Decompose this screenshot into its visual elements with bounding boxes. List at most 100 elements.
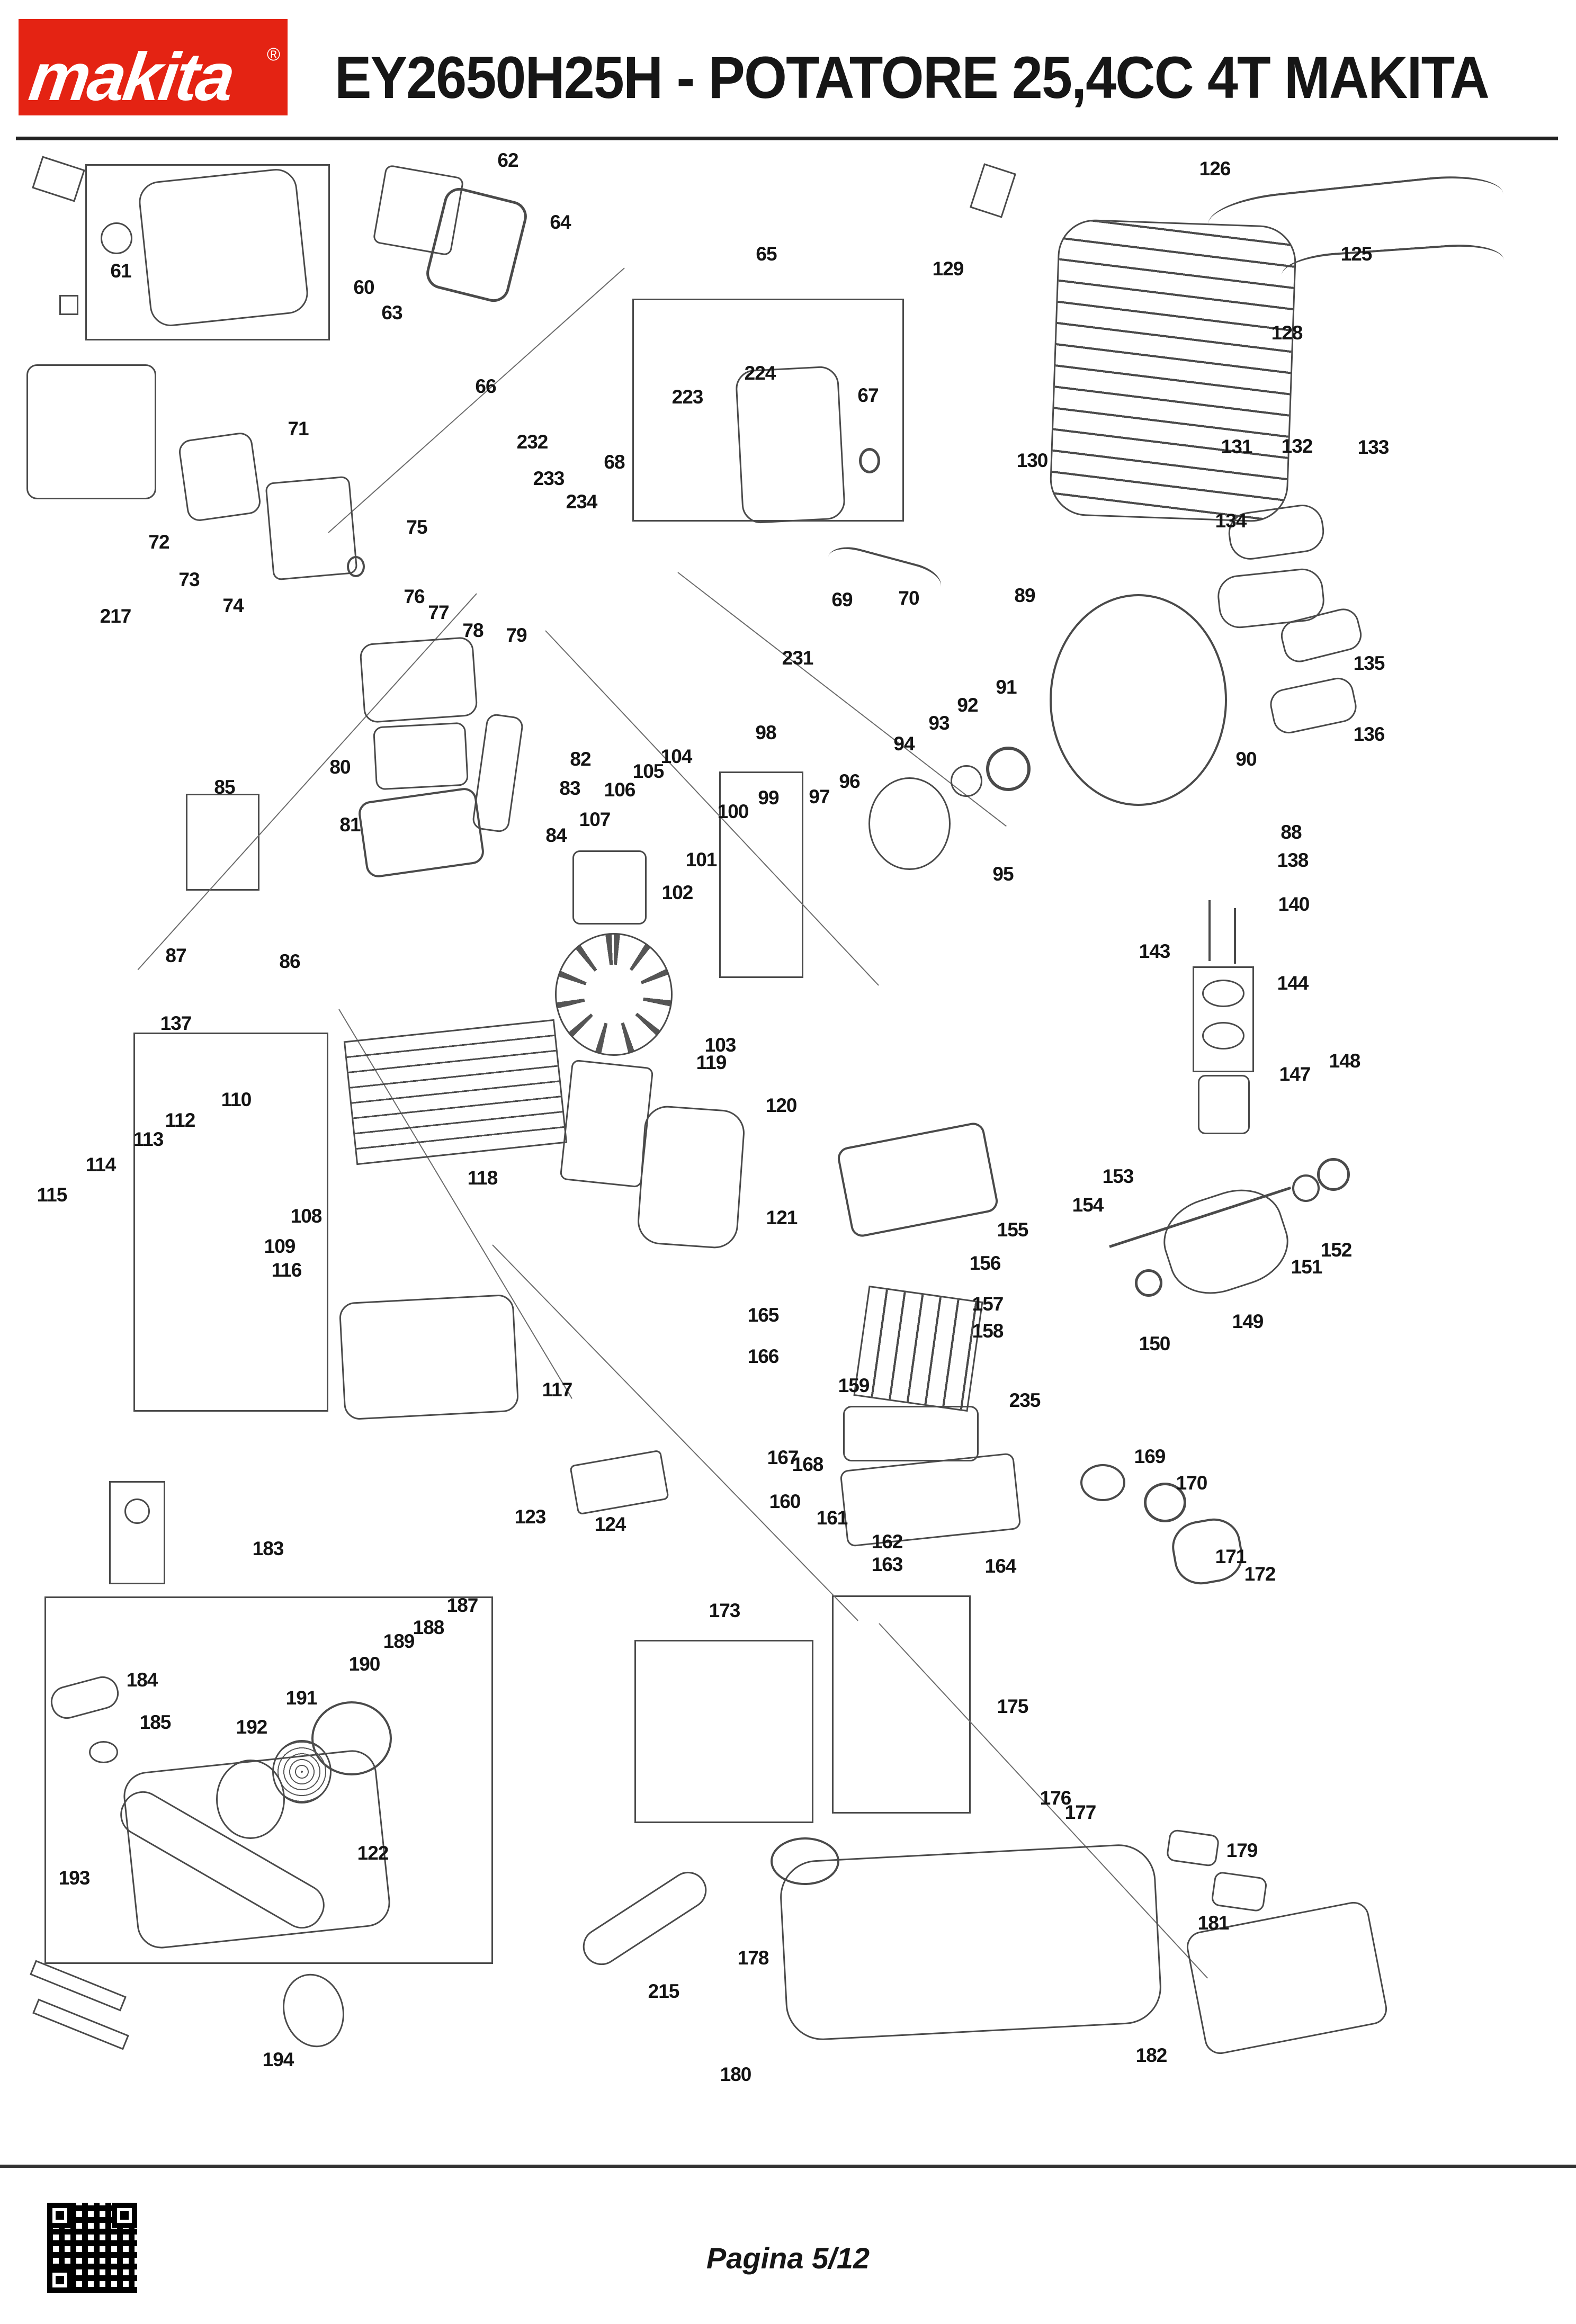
part-callout: 185 bbox=[139, 1711, 172, 1733]
oil-pan-drawing bbox=[843, 1406, 979, 1461]
part-callout: 90 bbox=[1235, 748, 1257, 770]
part-callout: 169 bbox=[1134, 1446, 1166, 1467]
group-box-175 bbox=[832, 1595, 971, 1814]
part-callout: 215 bbox=[648, 1980, 680, 2002]
o-ring-75-drawing bbox=[347, 556, 365, 577]
part-callout: 61 bbox=[110, 260, 131, 282]
part-callout: 150 bbox=[1139, 1333, 1171, 1354]
part-callout: 167 bbox=[767, 1447, 799, 1468]
part-callout: 224 bbox=[744, 362, 776, 384]
fuel-cap-drawing bbox=[771, 1837, 839, 1885]
part-callout: 63 bbox=[381, 302, 402, 324]
part-callout: 118 bbox=[467, 1167, 498, 1189]
group-box-85 bbox=[186, 794, 259, 891]
shaft-clamp-half-drawing bbox=[1267, 675, 1360, 737]
part-callout: 94 bbox=[893, 733, 915, 755]
ball-bearing-drawing bbox=[986, 747, 1031, 791]
group-box-183 bbox=[44, 1596, 493, 1964]
qr-code bbox=[47, 2203, 137, 2293]
part-callout: 78 bbox=[462, 620, 483, 641]
leader-line bbox=[492, 1244, 858, 1621]
part-callout: 86 bbox=[279, 950, 300, 972]
header-divider bbox=[16, 137, 1558, 140]
group-box-60 bbox=[85, 164, 330, 340]
part-callout: 114 bbox=[85, 1154, 117, 1176]
piston-ring-drawing bbox=[1202, 980, 1244, 1007]
part-callout: 231 bbox=[782, 647, 814, 669]
throttle-cable-drawing bbox=[1205, 169, 1506, 249]
qr-finder-icon bbox=[112, 2203, 137, 2228]
part-callout: 66 bbox=[475, 375, 496, 397]
group-box-144 bbox=[1193, 966, 1254, 1072]
part-callout: 69 bbox=[831, 589, 853, 611]
part-callout: 129 bbox=[932, 258, 964, 280]
part-callout: 170 bbox=[1176, 1472, 1208, 1494]
part-callout: 143 bbox=[1139, 940, 1171, 962]
part-callout: 172 bbox=[1244, 1563, 1276, 1585]
bracket-plate-drawing bbox=[265, 475, 358, 581]
o-ring-67-drawing bbox=[859, 448, 880, 473]
part-callout: 193 bbox=[58, 1867, 91, 1889]
part-callout: 119 bbox=[696, 1052, 727, 1073]
part-callout: 93 bbox=[928, 712, 950, 734]
part-callout: 137 bbox=[160, 1012, 192, 1034]
grip-cap-drawing bbox=[89, 1741, 118, 1763]
part-callout: 128 bbox=[1271, 322, 1303, 344]
oil-seal-drawing bbox=[1135, 1269, 1162, 1297]
part-callout: 113 bbox=[133, 1128, 164, 1150]
part-callout: 155 bbox=[997, 1219, 1029, 1241]
part-callout: 74 bbox=[222, 595, 244, 616]
part-callout: 87 bbox=[165, 945, 186, 966]
part-callout: 159 bbox=[838, 1375, 870, 1396]
part-callout: 110 bbox=[221, 1089, 252, 1110]
part-callout: 102 bbox=[661, 882, 694, 903]
part-callout: 164 bbox=[984, 1555, 1017, 1577]
cylinder-head-cover-drawing bbox=[372, 722, 469, 791]
part-callout: 149 bbox=[1232, 1311, 1264, 1332]
rocker-cover-drawing bbox=[359, 636, 478, 724]
recoil-spring-drawing bbox=[272, 1740, 332, 1803]
part-callout: 115 bbox=[37, 1184, 68, 1206]
part-callout: 173 bbox=[709, 1600, 741, 1621]
part-callout: 168 bbox=[792, 1453, 824, 1475]
part-callout: 100 bbox=[717, 801, 749, 822]
decal-drawing bbox=[59, 295, 78, 315]
part-callout: 181 bbox=[1197, 1912, 1230, 1934]
part-callout: 117 bbox=[542, 1379, 573, 1401]
part-callout: 166 bbox=[747, 1345, 780, 1367]
part-callout: 106 bbox=[604, 779, 636, 801]
cover-gasket-drawing bbox=[836, 1120, 1000, 1239]
hang-tag-drawing bbox=[109, 1481, 165, 1584]
page-number: Pagina 5/12 bbox=[706, 2241, 870, 2275]
part-callout: 156 bbox=[969, 1252, 1001, 1274]
part-callout: 79 bbox=[506, 624, 527, 646]
part-callout: 233 bbox=[533, 468, 565, 489]
part-callout: 95 bbox=[992, 863, 1014, 885]
part-callout: 104 bbox=[660, 746, 693, 767]
decal-drawing bbox=[969, 163, 1017, 218]
part-callout: 109 bbox=[264, 1235, 296, 1257]
part-callout: 81 bbox=[339, 814, 361, 836]
page-title: EY2650H25H - POTATORE 25,4CC 4T MAKITA bbox=[335, 44, 1490, 111]
part-callout: 189 bbox=[383, 1630, 415, 1652]
carburetor-drawing bbox=[26, 364, 156, 499]
piston-ring-drawing bbox=[1202, 1022, 1244, 1049]
part-callout: 96 bbox=[839, 770, 860, 792]
part-callout: 136 bbox=[1353, 723, 1385, 745]
part-callout: 180 bbox=[720, 2063, 752, 2085]
group-box-116 bbox=[133, 1033, 328, 1412]
part-callout: 83 bbox=[559, 777, 580, 799]
part-callout: 121 bbox=[766, 1207, 798, 1228]
part-callout: 85 bbox=[214, 776, 235, 798]
engine-cover-drawing bbox=[1049, 218, 1297, 523]
muffler-guard-drawing bbox=[569, 1449, 669, 1515]
part-callout: 151 bbox=[1291, 1256, 1323, 1278]
part-callout: 192 bbox=[236, 1716, 268, 1738]
part-callout: 65 bbox=[756, 243, 777, 265]
part-callout: 70 bbox=[898, 587, 919, 609]
intake-manifold-drawing bbox=[839, 1452, 1022, 1547]
part-callout: 160 bbox=[769, 1491, 801, 1512]
part-callout: 153 bbox=[1102, 1165, 1134, 1187]
part-callout: 103 bbox=[704, 1034, 737, 1056]
